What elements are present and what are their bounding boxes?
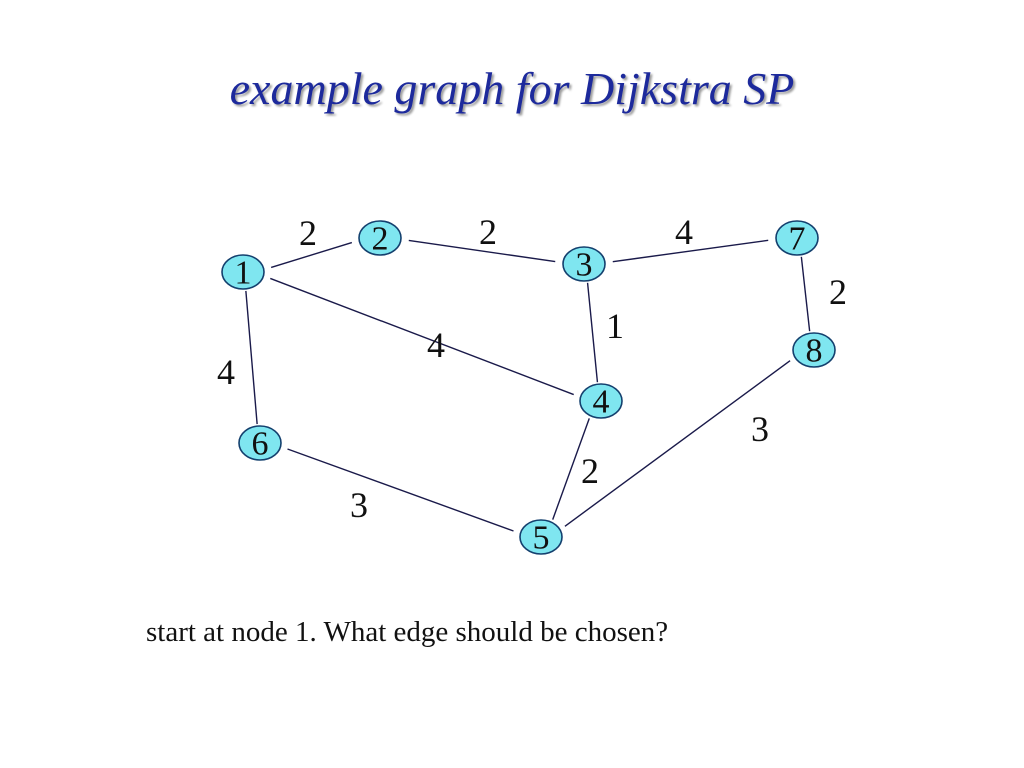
node-label-4: 4 <box>593 384 610 421</box>
question-text: start at node 1. What edge should be cho… <box>146 616 669 648</box>
node-7: 7 <box>775 220 819 258</box>
node-label-8: 8 <box>806 333 823 370</box>
edge-1-4 <box>270 277 574 396</box>
edge-weight-6-5: 3 <box>350 485 368 525</box>
node-circle-2 <box>358 220 402 256</box>
edge-1-2 <box>270 241 353 269</box>
node-circle-1 <box>221 254 265 290</box>
node-label-7: 7 <box>789 221 806 258</box>
edges-layer <box>245 239 811 532</box>
slide-title: example graph for Dijkstra SP <box>229 63 795 114</box>
node-circle-4 <box>579 383 623 419</box>
edge-weight-2-3: 2 <box>479 212 497 252</box>
weights-layer: 2 2 4 2 1 4 4 3 2 3 <box>217 212 847 525</box>
edge-weight-4-5: 2 <box>581 451 599 491</box>
edge-6-5 <box>287 448 514 532</box>
node-label-5: 5 <box>533 520 550 557</box>
edge-2-3 <box>408 239 556 263</box>
node-6: 6 <box>238 425 282 463</box>
edge-weight-3-7: 4 <box>675 212 693 252</box>
node-4: 4 <box>579 383 623 421</box>
node-circle-3 <box>562 246 606 282</box>
edge-weight-1-2: 2 <box>299 213 317 253</box>
edge-1-6 <box>245 290 258 425</box>
edge-4-5 <box>552 418 590 520</box>
node-3: 3 <box>562 246 606 284</box>
edge-weight-7-8: 2 <box>829 272 847 312</box>
node-1: 1 <box>221 254 265 292</box>
edge-7-8 <box>800 256 811 332</box>
edge-3-4 <box>586 282 599 383</box>
edge-weight-8-5: 3 <box>751 409 769 449</box>
node-label-1: 1 <box>235 255 252 292</box>
edge-8-5 <box>564 360 791 527</box>
node-label-2: 2 <box>372 221 389 258</box>
node-8: 8 <box>792 332 836 370</box>
edge-weight-1-6: 4 <box>217 352 235 392</box>
nodes-layer: 1 2 3 4 5 6 7 8 <box>221 220 836 557</box>
node-label-3: 3 <box>576 247 593 284</box>
edge-3-7 <box>612 239 769 263</box>
node-label-6: 6 <box>252 426 269 463</box>
node-circle-5 <box>519 519 563 555</box>
edge-weight-3-4: 1 <box>606 306 624 346</box>
node-circle-7 <box>775 220 819 256</box>
node-2: 2 <box>358 220 402 258</box>
node-circle-6 <box>238 425 282 461</box>
edge-weight-1-4: 4 <box>427 325 445 365</box>
node-5: 5 <box>519 519 563 557</box>
node-circle-8 <box>792 332 836 368</box>
